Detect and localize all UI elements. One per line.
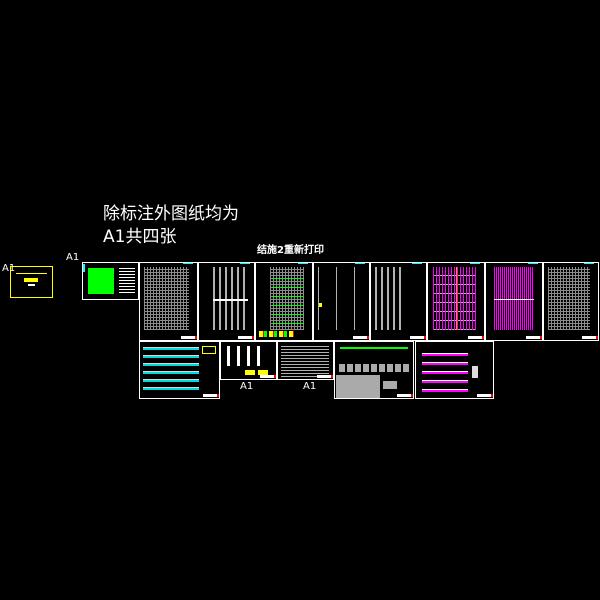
sheet-sections[interactable] — [334, 341, 414, 399]
title-marker — [183, 263, 193, 264]
column-lines — [213, 267, 248, 330]
title-block — [203, 394, 219, 397]
sheet-plan-2[interactable] — [198, 262, 255, 341]
title-marker — [528, 263, 538, 264]
yellow-sections — [245, 370, 271, 375]
title-block — [477, 394, 493, 397]
sheet-elevation-2[interactable] — [370, 262, 427, 341]
title-marker — [412, 263, 422, 264]
detail-figure — [472, 366, 478, 378]
title-block — [353, 336, 369, 339]
plan-grid — [144, 267, 189, 330]
column-lines — [375, 267, 404, 330]
sheet-notes[interactable] — [82, 262, 139, 300]
title-marker — [240, 263, 250, 264]
rebar-lines — [494, 267, 534, 330]
notes-table — [119, 267, 135, 293]
title-block — [582, 336, 598, 339]
plan-grid — [548, 267, 590, 330]
sheet-details-1[interactable] — [139, 341, 220, 399]
cover-title-block — [24, 278, 38, 282]
sheet-rebar-details[interactable] — [415, 341, 494, 399]
table-text — [281, 345, 329, 377]
drawing-note-line2: A1共四张 — [103, 227, 177, 247]
sheet-tables[interactable] — [277, 341, 334, 380]
rebar-rows — [422, 348, 468, 392]
sheet-elevation-1[interactable] — [313, 262, 370, 341]
title-block — [317, 375, 333, 378]
a1-label-left: A1 — [2, 263, 16, 274]
sheet-rebar-2[interactable] — [485, 262, 543, 341]
sheet-columns[interactable] — [220, 341, 277, 380]
reprint-note: 结施2重新打印 — [257, 245, 324, 256]
beam-line — [494, 299, 534, 300]
cover-sheet-yellow[interactable] — [10, 266, 53, 298]
title-block — [397, 394, 413, 397]
notes-green-block — [86, 266, 116, 296]
beam-line — [213, 299, 248, 301]
cover-subtitle-block — [28, 284, 35, 286]
gray-table-small — [383, 381, 397, 389]
gray-table — [336, 375, 380, 398]
sheet-plan-4[interactable] — [543, 262, 599, 341]
cover-title-line — [16, 273, 47, 274]
title-block — [468, 336, 484, 339]
rebar-lines — [433, 267, 476, 330]
title-block — [526, 336, 542, 339]
title-marker — [83, 264, 85, 272]
green-rows — [272, 273, 304, 324]
sheet-rebar-1[interactable] — [427, 262, 485, 341]
section-line — [340, 347, 408, 349]
sheet-plan-1[interactable] — [139, 262, 198, 341]
drawing-note-line1: 除标注外图纸均为 — [103, 204, 239, 224]
yellow-notes — [259, 331, 294, 337]
orange-line — [456, 267, 457, 330]
title-marker — [470, 263, 480, 264]
yellow-marker — [319, 303, 322, 307]
title-block — [410, 336, 426, 339]
title-marker — [584, 263, 594, 264]
column-lines — [318, 267, 363, 330]
title-marker — [355, 263, 365, 264]
section-blocks — [339, 364, 411, 372]
sheet-plan-3[interactable] — [255, 262, 313, 341]
detail-rows — [143, 345, 199, 390]
yellow-detail — [202, 346, 216, 354]
a1-label-bottom-2: A1 — [303, 381, 317, 392]
column-details — [227, 346, 267, 366]
title-block — [238, 336, 254, 339]
a1-label-top: A1 — [66, 252, 80, 263]
title-block — [181, 336, 197, 339]
title-marker — [298, 263, 308, 264]
title-block — [260, 375, 276, 378]
a1-label-bottom-1: A1 — [240, 381, 254, 392]
